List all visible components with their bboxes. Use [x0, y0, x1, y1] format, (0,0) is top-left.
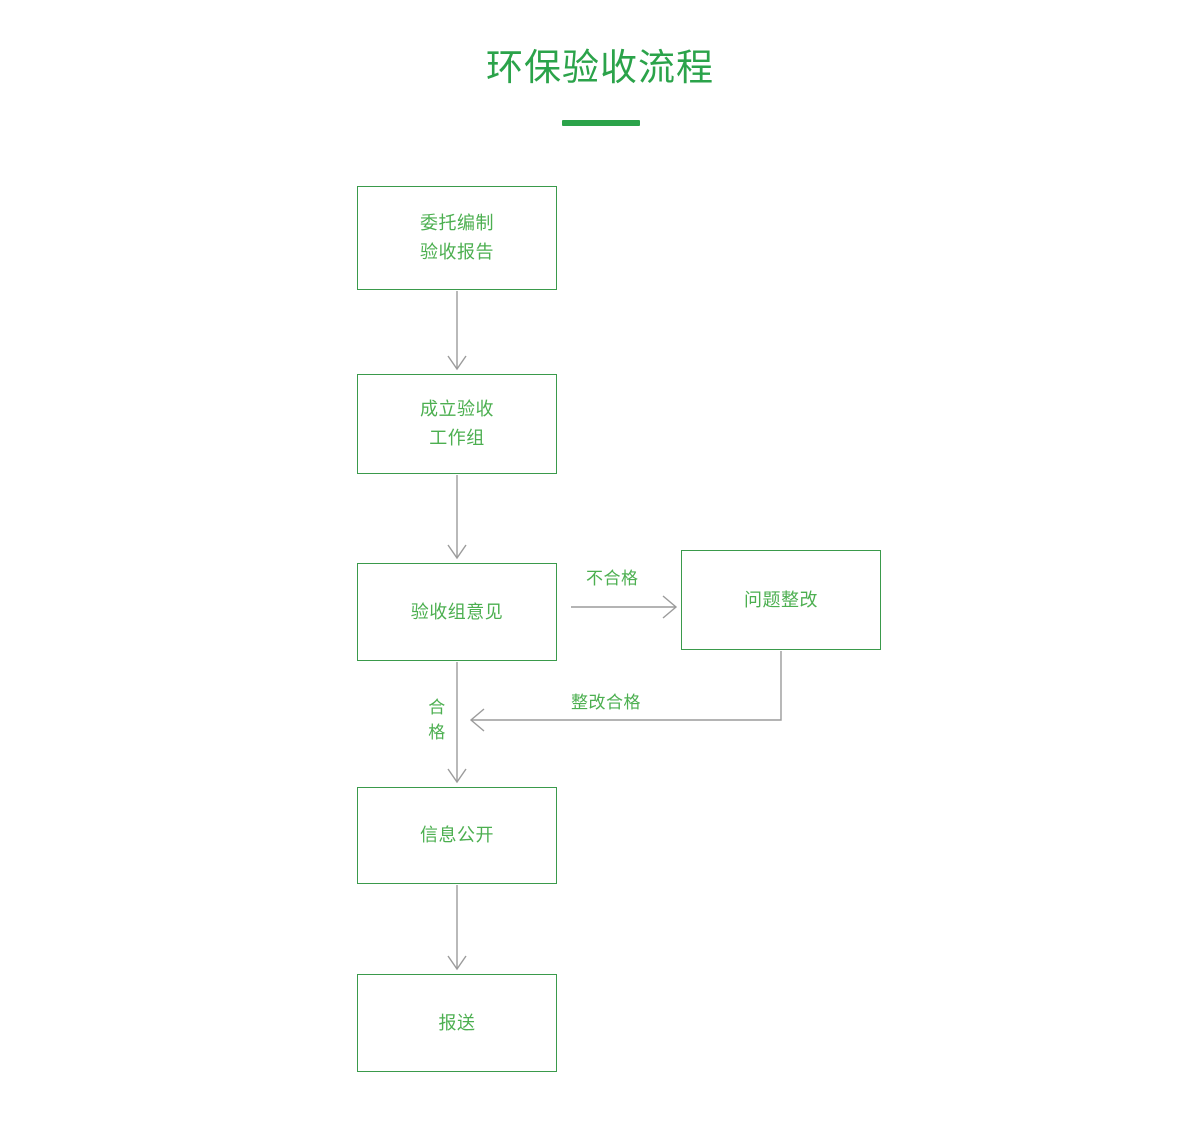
arrow-opinion-to-rectify	[571, 595, 678, 619]
flow-node-opinion[interactable]: 验收组意见	[357, 563, 557, 661]
flow-node-disclose[interactable]: 信息公开	[357, 787, 557, 884]
edge-label-rectified-ok: 整改合格	[571, 693, 641, 712]
arrow-disclose-to-submit	[447, 885, 467, 971]
title-underline-rule	[562, 120, 640, 126]
arrow-opinion-to-disclose	[447, 662, 467, 784]
flow-node-submit[interactable]: 报送	[357, 974, 557, 1072]
page-title: 环保验收流程	[486, 47, 714, 88]
edge-label-fail: 不合格	[586, 569, 639, 588]
flow-node-workgroup[interactable]: 成立验收 工作组	[357, 374, 557, 474]
arrow-workgroup-to-opinion	[447, 475, 467, 560]
arrow-commission-to-workgroup	[447, 291, 467, 371]
edge-label-pass: 合格	[428, 698, 446, 742]
flow-node-commission[interactable]: 委托编制 验收报告	[357, 186, 557, 290]
flow-node-rectify[interactable]: 问题整改	[681, 550, 881, 650]
